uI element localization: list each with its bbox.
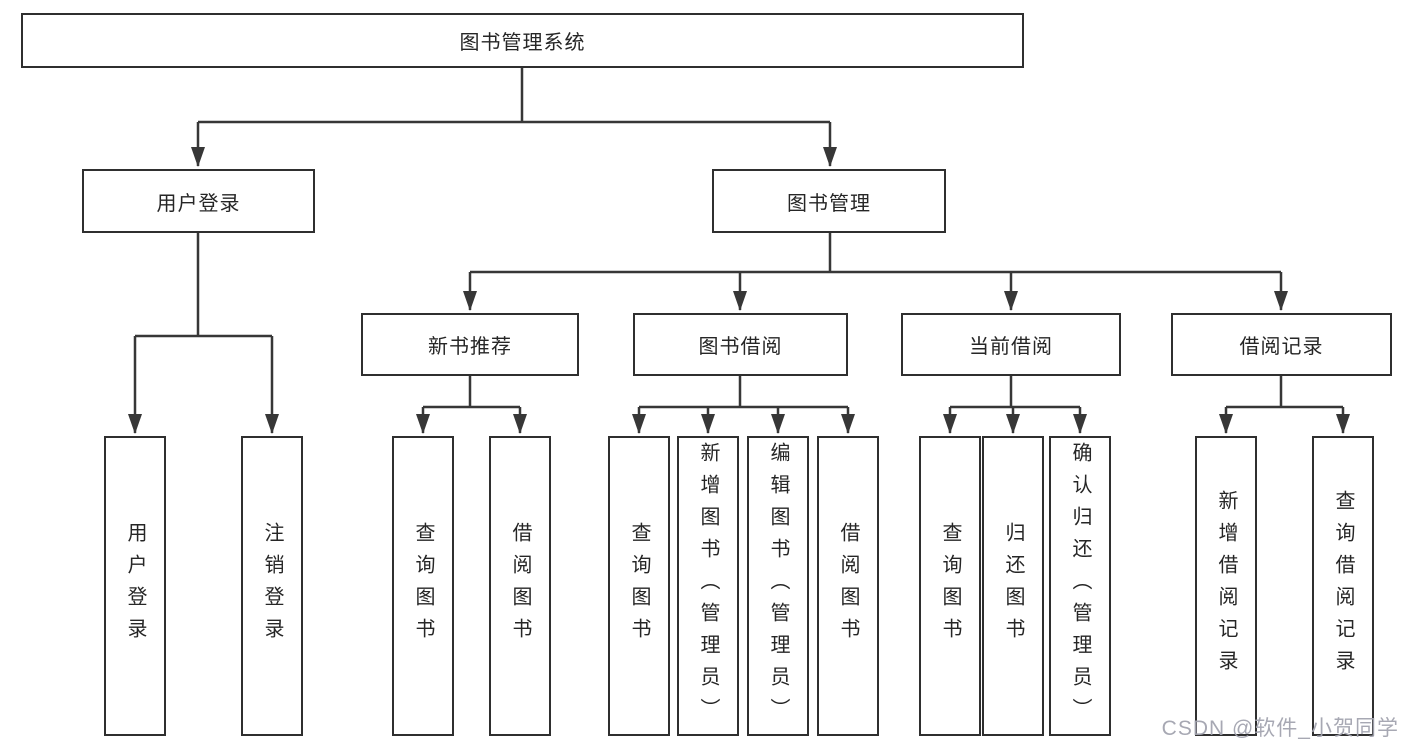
leaf-query-books-borrowing-label: 查询图书	[628, 522, 650, 650]
leaf-edit-books-admin: 编辑图书（管理员）	[747, 436, 809, 736]
node-book-borrowing: 图书借阅	[633, 313, 848, 376]
node-user-login: 用户登录	[82, 169, 315, 233]
node-book-borrowing-label: 图书借阅	[698, 336, 783, 358]
node-book-management: 图书管理	[712, 169, 946, 233]
node-borrowing-records-label: 借阅记录	[1239, 336, 1324, 358]
leaf-borrow-books-newrec: 借阅图书	[489, 436, 551, 736]
node-new-book-recommend: 新书推荐	[361, 313, 579, 376]
node-current-borrowing: 当前借阅	[901, 313, 1121, 376]
leaf-user-login: 用户登录	[104, 436, 166, 736]
leaf-query-books-current: 查询图书	[919, 436, 981, 736]
leaf-confirm-return-admin: 确认归还（管理员）	[1049, 436, 1111, 736]
node-new-book-recommend-label: 新书推荐	[428, 336, 512, 358]
node-user-login-label: 用户登录	[156, 192, 241, 215]
leaf-add-borrow-record-label: 新增借阅记录	[1215, 490, 1237, 682]
leaf-query-books-newrec: 查询图书	[392, 436, 454, 736]
leaf-borrow-books-borrowing-label: 借阅图书	[837, 522, 859, 650]
leaf-query-borrow-record-label: 查询借阅记录	[1332, 490, 1354, 682]
leaf-logout: 注销登录	[241, 436, 303, 736]
node-borrowing-records: 借阅记录	[1171, 313, 1392, 376]
leaf-return-books-label: 归还图书	[1002, 522, 1024, 650]
leaf-borrow-books-newrec-label: 借阅图书	[509, 522, 531, 650]
leaf-query-books-borrowing: 查询图书	[608, 436, 670, 736]
leaf-return-books: 归还图书	[982, 436, 1044, 736]
leaf-confirm-return-admin-label: 确认归还（管理员）	[1069, 442, 1091, 730]
node-root-label: 图书管理系统	[459, 32, 586, 54]
node-book-management-label: 图书管理	[787, 192, 871, 215]
node-current-borrowing-label: 当前借阅	[969, 336, 1053, 358]
leaf-edit-books-admin-label: 编辑图书（管理员）	[767, 442, 789, 730]
leaf-query-borrow-record: 查询借阅记录	[1312, 436, 1374, 736]
leaf-add-books-admin: 新增图书（管理员）	[677, 436, 739, 736]
leaf-add-books-admin-label: 新增图书（管理员）	[697, 442, 719, 730]
csdn-watermark: CSDN @软件_小贺同学	[1161, 717, 1399, 740]
leaf-user-login-label: 用户登录	[124, 522, 146, 650]
leaf-logout-label: 注销登录	[261, 522, 283, 650]
leaf-query-books-current-label: 查询图书	[939, 522, 961, 650]
leaf-borrow-books-borrowing: 借阅图书	[817, 436, 879, 736]
node-root: 图书管理系统	[21, 13, 1024, 68]
leaf-add-borrow-record: 新增借阅记录	[1195, 436, 1257, 736]
leaf-query-books-newrec-label: 查询图书	[412, 522, 434, 650]
